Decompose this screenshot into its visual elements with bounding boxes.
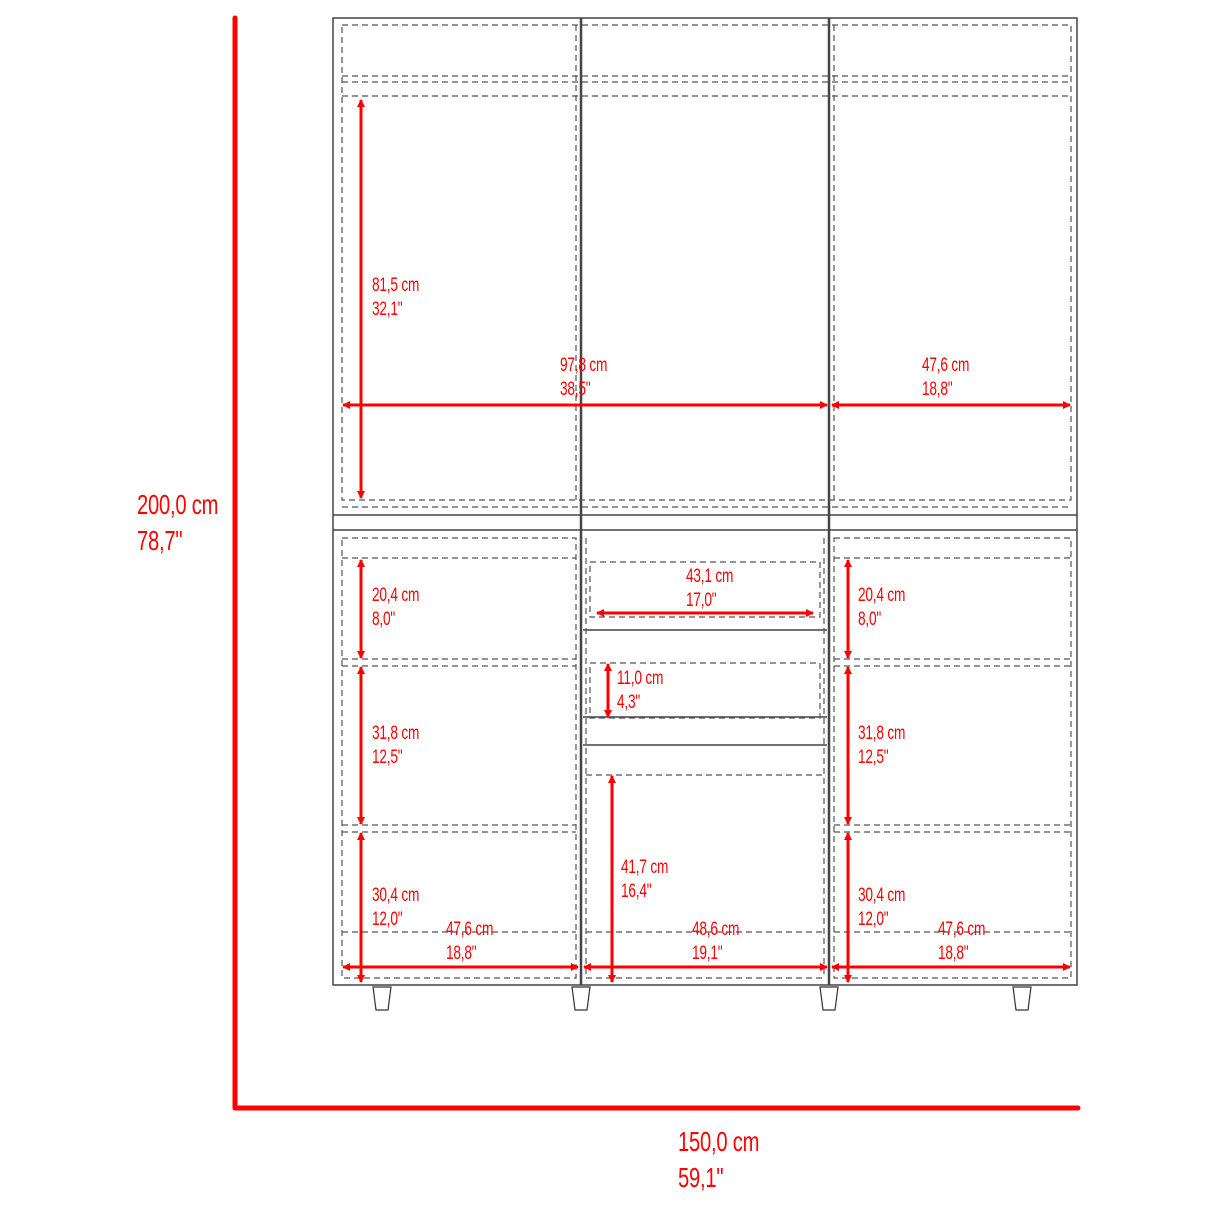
dim-in: 18,8" (922, 379, 953, 400)
dim-cm: 20,4 cm (858, 585, 906, 606)
dim-in: 12,5" (372, 747, 403, 768)
height-in: 78,7" (137, 525, 183, 556)
dim-in: 8,0" (858, 609, 882, 630)
dim-cm: 81,5 cm (372, 275, 420, 296)
width-cm: 150,0 cm (678, 1126, 760, 1157)
dim-in: 12,5" (858, 747, 889, 768)
dim-cm: 30,4 cm (858, 885, 906, 906)
dim-cm: 30,4 cm (372, 885, 420, 906)
dim-cm: 97,8 cm (560, 355, 608, 376)
dim-in: 32,1" (372, 299, 403, 320)
dim-cm: 31,8 cm (372, 723, 420, 744)
lower-left-shelf-3-label: 30,4 cm 12,0" (372, 884, 419, 932)
dim-in: 8,0" (372, 609, 396, 630)
dim-in: 18,8" (446, 943, 477, 964)
interior-dashed-lines (341, 24, 1072, 979)
lower-left-shelf-1-label: 20,4 cm 8,0" (372, 584, 419, 632)
dim-in: 12,0" (372, 909, 403, 930)
cabinet-feet (372, 986, 1032, 1011)
dim-cm: 11,0 cm (617, 668, 664, 689)
dim-cm: 43,1 cm (686, 566, 734, 587)
lower-left-shelf-2-label: 31,8 cm 12,5" (372, 722, 419, 770)
lower-left-width-label: 47,6 cm 18,8" (446, 918, 493, 966)
dim-in: 16,4" (621, 881, 652, 902)
lower-right-width-label: 47,6 cm 18,8" (938, 918, 985, 966)
upper-hanging-height-label: 81,5 cm 32,1" (372, 274, 419, 322)
width-in: 59,1" (678, 1162, 724, 1193)
cabinet-frame (332, 17, 1078, 986)
dim-in: 17,0" (686, 590, 717, 611)
dim-cm: 41,7 cm (621, 857, 669, 878)
dim-in: 18,8" (938, 943, 969, 964)
dim-cm: 48,6 cm (692, 919, 740, 940)
drawer-height-label: 11,0 cm 4,3" (617, 667, 663, 715)
upper-right-width-label: 47,6 cm 18,8" (922, 354, 969, 402)
dim-cm: 47,6 cm (446, 919, 494, 940)
overall-width-label: 150,0 cm 59,1" (678, 1124, 759, 1196)
dim-in: 4,3" (617, 692, 641, 713)
dim-cm: 20,4 cm (372, 585, 420, 606)
dim-cm: 47,6 cm (922, 355, 970, 376)
middle-width-label: 48,6 cm 19,1" (692, 918, 739, 966)
dim-in: 38,5" (560, 379, 591, 400)
overall-dimension-axes (232, 15, 1081, 1111)
height-cm: 200,0 cm (137, 489, 219, 520)
dim-cm: 47,6 cm (938, 919, 986, 940)
upper-left-width-label: 97,8 cm 38,5" (560, 354, 607, 402)
lower-right-shelf-3-label: 30,4 cm 12,0" (858, 884, 905, 932)
dim-in: 19,1" (692, 943, 723, 964)
dimension-arrows (342, 99, 1071, 983)
lower-right-shelf-2-label: 31,8 cm 12,5" (858, 722, 905, 770)
middle-bottom-height-label: 41,7 cm 16,4" (621, 856, 668, 904)
dim-in: 12,0" (858, 909, 889, 930)
drawer-width-label: 43,1 cm 17,0" (686, 565, 733, 613)
lower-right-shelf-1-label: 20,4 cm 8,0" (858, 584, 905, 632)
overall-height-label: 200,0 cm 78,7" (137, 487, 218, 559)
dim-cm: 31,8 cm (858, 723, 906, 744)
